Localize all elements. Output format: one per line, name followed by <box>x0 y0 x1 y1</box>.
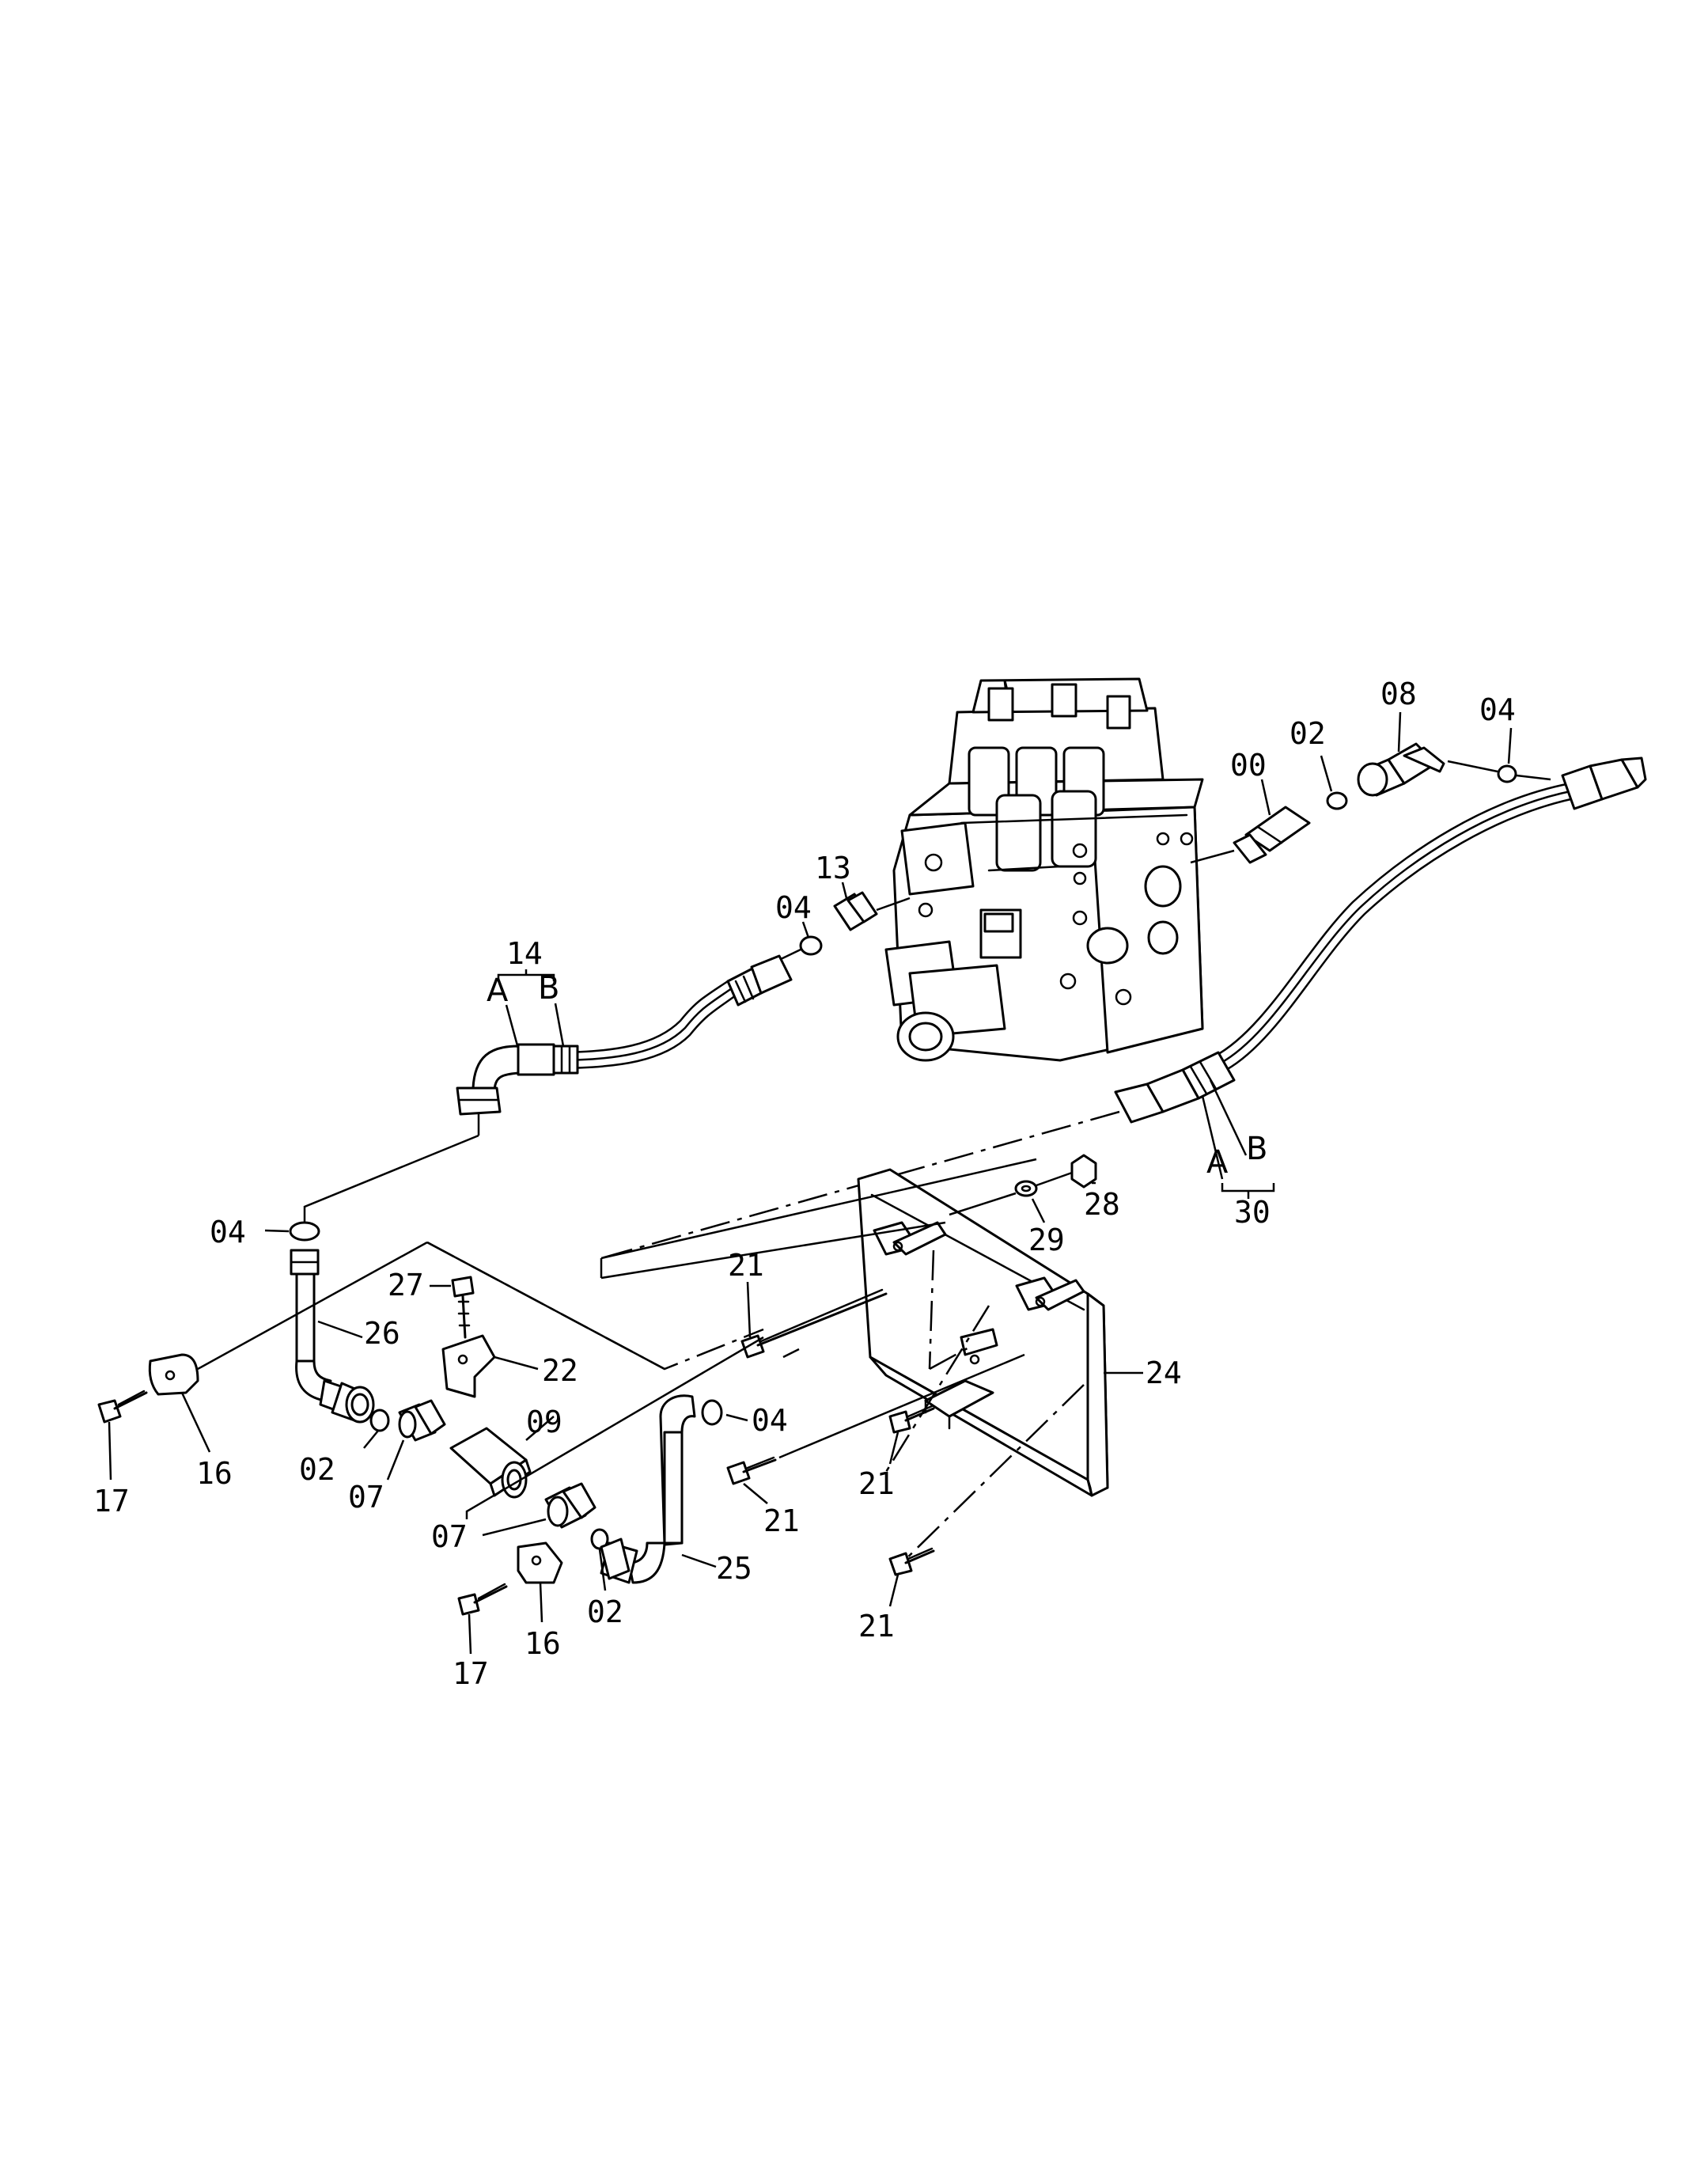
chain-lower-left <box>600 1221 946 1280</box>
label-26: 26 <box>364 1316 400 1351</box>
centerline-21b <box>778 1353 1025 1459</box>
bolt-21-upper <box>740 1288 888 1359</box>
label-04: 04 <box>210 1215 246 1249</box>
boundary-lower <box>465 1336 764 1519</box>
tube-assembly-26 <box>290 1249 375 1424</box>
clamp-16-left <box>148 1353 199 1396</box>
hose-assembly-30 <box>1114 756 1647 1124</box>
leader-04-hose <box>1516 774 1551 781</box>
label-leaders <box>108 711 1513 1655</box>
label-02: 02 <box>299 1452 335 1487</box>
label-29: 29 <box>1028 1223 1065 1257</box>
clamp-16-right <box>517 1541 563 1584</box>
label-30-b: B <box>1246 1131 1267 1167</box>
washer-29-hole <box>1021 1185 1032 1192</box>
o-ring-04-tube25 <box>701 1399 723 1426</box>
label-07: 07 <box>431 1519 468 1554</box>
label-08: 08 <box>1380 677 1417 711</box>
control-valve-assembly <box>884 677 1204 1062</box>
bolt-21-middle <box>726 1456 777 1485</box>
centerline-bolt21d <box>893 1384 1085 1572</box>
label-24: 24 <box>1146 1356 1182 1390</box>
centerline-panel-2 <box>929 1344 974 1371</box>
label-21: 21 <box>858 1609 895 1644</box>
label-04: 04 <box>1479 692 1516 727</box>
adapter-00 <box>1233 806 1311 864</box>
o-ring-04-top <box>1497 764 1517 783</box>
label-16: 16 <box>525 1626 561 1661</box>
o-ring-02-left <box>369 1409 390 1432</box>
tube-assembly-25 <box>600 1394 696 1584</box>
centerline-13 <box>876 897 911 912</box>
leader-29-panel <box>949 1192 1017 1216</box>
bolt-17-left <box>97 1390 148 1424</box>
leader-08-04 <box>1447 760 1498 773</box>
chain-boundary-1 <box>426 1241 764 1371</box>
centerline <box>1190 849 1235 864</box>
label-04: 04 <box>752 1403 788 1438</box>
o-ring-04-left <box>799 935 823 956</box>
chain-21b <box>782 1348 800 1359</box>
washer-29 <box>1014 1180 1038 1197</box>
label-02: 02 <box>1290 716 1326 751</box>
label-27: 27 <box>388 1268 424 1302</box>
label-17: 17 <box>93 1484 130 1519</box>
label-30: 30 <box>1234 1195 1271 1230</box>
leader-14-to-04 <box>303 1134 479 1223</box>
adapter-07-right <box>544 1482 596 1529</box>
nut-28 <box>1070 1154 1097 1189</box>
centerline-panel <box>928 1249 935 1370</box>
label-25: 25 <box>716 1551 752 1586</box>
o-ring-02-right <box>590 1528 609 1550</box>
callout-labels: 00 02 08 04 13 04 14 A B A B 30 28 29 04… <box>93 677 1516 1691</box>
label-30-a: A <box>1206 1144 1229 1181</box>
label-16: 16 <box>196 1456 233 1491</box>
label-14: 14 <box>506 936 543 971</box>
coupling-09 <box>449 1427 532 1499</box>
label-28: 28 <box>1084 1187 1120 1222</box>
label-00: 00 <box>1230 748 1267 783</box>
o-ring-04-tube <box>289 1221 320 1242</box>
boundary-top <box>600 1158 1037 1260</box>
label-21: 21 <box>728 1248 764 1283</box>
bolt-27 <box>451 1276 475 1339</box>
mounting-panel-24 <box>857 1168 1109 1497</box>
label-04: 04 <box>775 890 812 925</box>
label-17: 17 <box>453 1656 489 1691</box>
centerline-16 <box>197 1241 428 1371</box>
leader-28-29 <box>1036 1171 1073 1187</box>
elbow-fitting-08 <box>1357 742 1445 797</box>
adapter-07-left <box>398 1399 446 1442</box>
label-13: 13 <box>815 851 851 885</box>
label-21: 21 <box>858 1466 895 1501</box>
bolt-17-right <box>457 1583 508 1616</box>
o-ring-02-top <box>1326 791 1348 810</box>
label-14-b: B <box>538 970 559 1007</box>
bolt-21-bottom <box>888 1547 935 1576</box>
bracket-22 <box>441 1334 496 1398</box>
adapter-13 <box>833 891 878 931</box>
hose-assembly-14 <box>456 954 793 1116</box>
label-09: 09 <box>526 1405 562 1439</box>
bolt-21-lower-right <box>888 1405 935 1434</box>
centerline-bolt21c <box>884 1305 990 1473</box>
label-07: 07 <box>348 1480 384 1515</box>
label-14-a: A <box>487 973 509 1009</box>
label-21: 21 <box>763 1503 800 1538</box>
label-22: 22 <box>542 1353 578 1388</box>
label-02: 02 <box>587 1594 623 1629</box>
